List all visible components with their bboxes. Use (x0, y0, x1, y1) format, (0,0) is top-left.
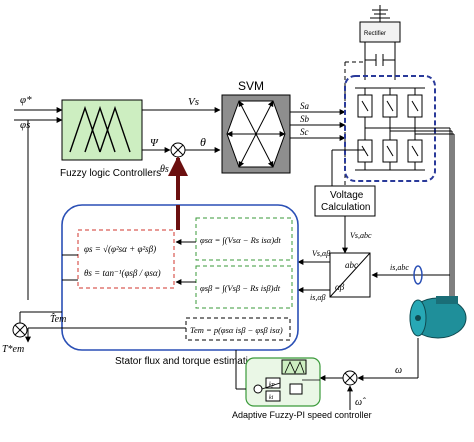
kp-label: kp (269, 382, 275, 388)
flux-beta-box (195, 265, 293, 309)
t-em-star-label: T*em (2, 344, 24, 355)
svm-block: SVM (221, 79, 291, 174)
speed-title: Adaptive Fuzzy-PI speed controller (232, 410, 372, 420)
eq-angle: θs = tan⁻¹(φsβ / φsα) (84, 268, 161, 278)
phi-star-label: φ* (20, 94, 32, 106)
voltage-calc-line1: Voltage (330, 190, 364, 201)
ki-label: ki (269, 395, 274, 401)
theta-s-label: θs (160, 164, 169, 175)
alphabeta-label: αβ (335, 282, 345, 292)
eq-magnitude: φs = √(φ²sα + φ²sβ) (84, 244, 156, 254)
flux-reference-input: φ* φs (14, 94, 63, 300)
fuzzy-logic-controller: Fuzzy logic Controllers (60, 99, 161, 179)
sc-label: Sc (300, 127, 309, 137)
omega-hat-label: ω̂ (355, 397, 366, 408)
is-ab-label: is,αβ (310, 293, 326, 302)
abc-alphabeta-transform: abc αβ (329, 252, 371, 298)
is-abc-label: is,abc (390, 263, 409, 272)
fuzzy-title: Fuzzy logic Controllers (60, 168, 161, 179)
voltage-calc-line2: Calculation (321, 202, 370, 213)
speed-summing-junction (342, 370, 358, 386)
flux-magnitude-angle-box (77, 229, 175, 289)
vs-label: Vs (188, 96, 199, 108)
omega-label: ω (395, 365, 402, 376)
rectifier-label: Rectifier (364, 31, 386, 37)
theta-label: θ (200, 135, 206, 149)
eq-alpha: φsα = ∫(Vsα − Rs isα)dt (200, 235, 281, 246)
switching-signals: Sa Sb Sc (290, 101, 346, 141)
rectifier: Rectifier (359, 5, 401, 80)
induction-motor (409, 296, 467, 339)
vs-ab-label: Vs,αβ (312, 249, 330, 258)
torque-box (185, 317, 291, 341)
sa-label: Sa (300, 101, 310, 111)
psi-label: Ψ (150, 137, 159, 149)
speed-fuzzy-block (281, 359, 307, 375)
sb-label: Sb (300, 114, 310, 124)
torque-summing-junction (12, 322, 28, 338)
vs-abc-label: Vs,abc (350, 231, 372, 240)
t-em-hat-label: T̂em (50, 312, 66, 325)
flux-alpha-box (195, 217, 293, 261)
svm-label: SVM (238, 79, 264, 93)
stator-title: Stator flux and torque estimation (115, 356, 259, 367)
voltage-calculation-block: Voltage Calculation (314, 185, 376, 217)
adaptive-fuzzy-pi-controller: kp ki Adaptive Fuzzy-PI speed controller (232, 357, 372, 420)
stator-flux-torque-estimation: Stator flux and torque estimation φs = √… (61, 204, 299, 367)
abc-label: abc (345, 260, 358, 270)
current-sensor (413, 265, 423, 285)
phi-s-feedback-label: φs (20, 119, 30, 131)
angle-summing-junction (170, 142, 186, 158)
eq-beta: φsβ = ∫(Vsβ − Rs isβ)dt (200, 283, 281, 294)
eq-torque: Tem = p(φsα isβ − φsβ isα) (190, 325, 283, 335)
inverter (344, 75, 454, 182)
